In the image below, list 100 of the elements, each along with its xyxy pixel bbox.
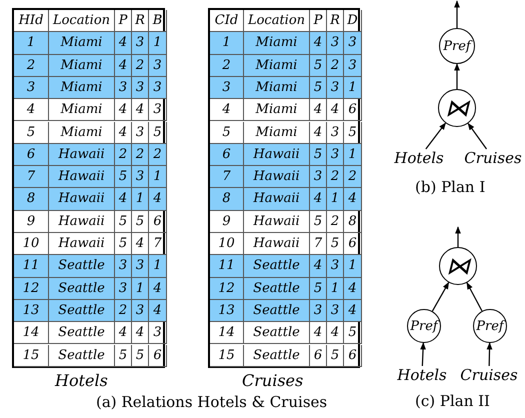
- table-cell: Seattle: [49, 255, 115, 278]
- table-cell: 2: [344, 166, 362, 188]
- table-cell: Seattle: [244, 278, 310, 300]
- table-cell: 1: [149, 32, 167, 55]
- table-cell: 6: [310, 344, 327, 367]
- table-cell: Miami: [49, 99, 115, 122]
- table-cell: 5: [132, 344, 149, 367]
- table-cell: 3: [327, 255, 344, 278]
- table-cell: Hawaii: [244, 166, 310, 188]
- arrow: [425, 122, 446, 150]
- table-cell: 3: [132, 300, 149, 322]
- table-cell: 4: [310, 32, 327, 55]
- figure-caption: (b) Plan I: [415, 178, 486, 196]
- operator-circle: Pref: [439, 28, 475, 64]
- relation-name: Cruises: [464, 149, 522, 167]
- table-cell: 6: [344, 344, 362, 367]
- table-cell: 4: [210, 99, 244, 122]
- table-cell: 2: [132, 54, 149, 77]
- table-cell: 5: [310, 54, 327, 77]
- table-cell: 6: [149, 210, 167, 233]
- table-cell: 12: [210, 278, 244, 300]
- table-cell: Miami: [244, 76, 310, 100]
- table-cell: 3: [115, 255, 132, 278]
- table-cell: Miami: [49, 76, 115, 100]
- relation-name: Cruises: [460, 366, 518, 384]
- table-cell: 3: [344, 32, 362, 55]
- join-circle: ⋈: [439, 247, 477, 285]
- table-cell: 8: [210, 188, 244, 211]
- table-cell: 12: [14, 278, 49, 300]
- table-cell: 1: [327, 278, 344, 300]
- table-cell: 3: [327, 76, 344, 100]
- table-cell: 3: [210, 76, 244, 100]
- table-cell: Hawaii: [49, 166, 115, 188]
- table-cell: 1: [14, 32, 49, 55]
- table-cell: 7: [210, 166, 244, 188]
- table-cell: 3: [149, 54, 167, 77]
- table-cell: 2: [210, 54, 244, 77]
- table-cell: 6: [149, 344, 167, 367]
- table-cell: 3: [327, 144, 344, 166]
- table-cell: Miami: [244, 54, 310, 77]
- table-cell: 3: [132, 76, 149, 100]
- table-cell: Hawaii: [49, 188, 115, 211]
- arrow: [454, 63, 460, 89]
- table-cell: 1: [210, 32, 244, 55]
- table-cell: 4: [14, 99, 49, 122]
- table-cell: 4: [310, 99, 327, 122]
- table-cell: 4: [327, 99, 344, 122]
- table-cell: 3: [132, 255, 149, 278]
- table-cell: 2: [327, 210, 344, 233]
- relation-name: Hotels: [393, 149, 445, 167]
- table-caption: Cruises: [242, 371, 304, 390]
- table-cell: 5: [327, 344, 344, 367]
- figure-caption: (c) Plan II: [415, 392, 490, 410]
- table-cell: 1: [149, 166, 167, 188]
- table-cell: Seattle: [49, 278, 115, 300]
- table-cell: 13: [210, 300, 244, 322]
- table-cell: 2: [327, 166, 344, 188]
- join-circle: ⋈: [438, 89, 476, 127]
- table-cell: 6: [14, 144, 49, 166]
- table-cell: 4: [310, 188, 327, 211]
- table-cell: 6: [344, 99, 362, 122]
- figure-caption: (a) Relations Hotels & Cruises: [96, 393, 328, 411]
- table-cell: Seattle: [49, 300, 115, 322]
- table-cell: 3: [344, 54, 362, 77]
- table-cell: 4: [149, 188, 167, 211]
- table-cell: 4: [115, 99, 132, 122]
- table-cell: 3: [327, 32, 344, 55]
- table-cell: 5: [132, 210, 149, 233]
- table-cell: 3: [149, 76, 167, 100]
- table-cell: 3: [149, 99, 167, 122]
- table-cell: Hawaii: [244, 188, 310, 211]
- table-cell: 3: [132, 32, 149, 55]
- table-cell: 4: [310, 322, 327, 344]
- table-cell: 4: [344, 300, 362, 322]
- table-cell: 3: [310, 166, 327, 188]
- table-cell: Hawaii: [244, 144, 310, 166]
- table-cell: 3: [327, 300, 344, 322]
- table-cell: 4: [149, 278, 167, 300]
- table-cell: 8: [14, 188, 49, 211]
- table-cell: Miami: [49, 54, 115, 77]
- table-cell: 4: [310, 255, 327, 278]
- table-cell: 5: [115, 210, 132, 233]
- table-cell: 8: [344, 210, 362, 233]
- relation-name: Hotels: [396, 366, 448, 384]
- table-cell: 1: [132, 278, 149, 300]
- table-cell: 4: [115, 32, 132, 55]
- table-cell: 2: [132, 144, 149, 166]
- table-cell: 4: [132, 322, 149, 344]
- table-cell: 2: [327, 54, 344, 77]
- table-cell: 5: [344, 322, 362, 344]
- table-cell: Seattle: [49, 344, 115, 367]
- table-cell: 1: [327, 188, 344, 211]
- table-cell: 2: [115, 300, 132, 322]
- table-cell: 9: [14, 210, 49, 233]
- table-cell: 5: [310, 210, 327, 233]
- arrow: [455, 226, 461, 247]
- table-cell: Miami: [244, 99, 310, 122]
- table-cell: 11: [210, 255, 244, 278]
- operator-circle: Pref: [407, 309, 441, 343]
- table-cell: 2: [14, 54, 49, 77]
